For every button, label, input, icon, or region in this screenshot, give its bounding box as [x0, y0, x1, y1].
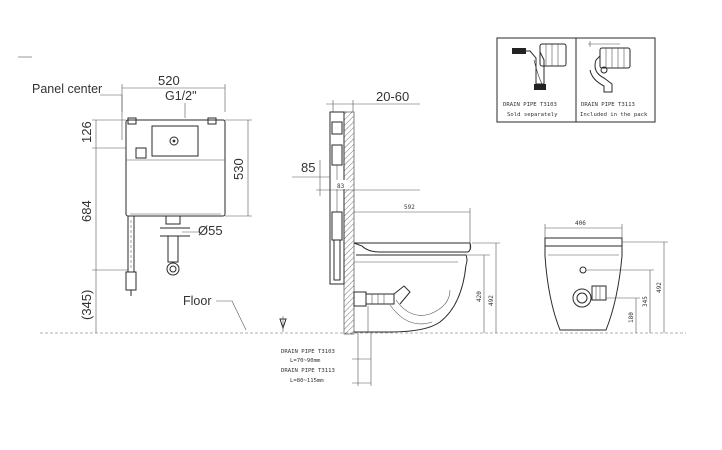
- dim-bowl-seat-height: 420: [476, 291, 483, 302]
- cistern-front-view: 520 G1/2" Panel center 126 684 (345): [32, 73, 252, 333]
- dim-front-inlet: 345: [642, 296, 649, 307]
- dim-tank-height: 530: [231, 158, 246, 180]
- dim-tank-width: 520: [158, 73, 180, 88]
- drain-pipe-t3113-icon: [588, 41, 631, 93]
- drain-pipe-t3103-icon: [512, 43, 567, 90]
- dim-bowl-total-height: 492: [488, 295, 495, 306]
- toilet-bowl: [354, 254, 468, 333]
- drain-notes: DRAIN PIPE T3103 L=70~90mm DRAIN PIPE T3…: [281, 349, 335, 384]
- legend-left-subtitle: Sold separately: [507, 112, 558, 118]
- drain-note-line1: DRAIN PIPE T3103: [281, 349, 335, 355]
- side-view: 20-60 85 83 592: [292, 89, 500, 386]
- dim-pipe-diameter: Ø55: [198, 223, 223, 238]
- toilet-seat: [353, 242, 472, 253]
- drain-pipe: [365, 293, 395, 305]
- outlet-pipe: [167, 235, 179, 263]
- panel-center-label: Panel center: [32, 82, 102, 96]
- dim-front-width: 406: [575, 220, 586, 227]
- front-outlet: [572, 288, 592, 308]
- dim-frame-height: 684: [79, 200, 94, 222]
- dim-wall-gap: 20-60: [376, 89, 409, 104]
- drain-note-line4: L=80~115mm: [290, 378, 324, 384]
- drain-note-line3: DRAIN PIPE T3113: [281, 368, 335, 374]
- drain-note-line2: L=70~90mm: [290, 358, 321, 364]
- legend-left-title: DRAIN PIPE T3103: [503, 102, 557, 108]
- flush-mechanism: [151, 125, 199, 157]
- dim-button-offset: 85: [301, 160, 315, 175]
- dim-bowl-length: 592: [404, 204, 415, 211]
- floor-line: Floor: [40, 294, 686, 334]
- dim-front-height: 492: [656, 282, 663, 293]
- wall-section: [343, 111, 355, 335]
- dim-tank-depth-upper: 126: [79, 121, 94, 143]
- front-lid: [544, 237, 623, 247]
- drain-pipe-legend: DRAIN PIPE T3103 Sold separately DRAIN P…: [496, 37, 656, 123]
- cistern-frame: [125, 119, 226, 217]
- legend-right-title: DRAIN PIPE T3113: [581, 102, 635, 108]
- dim-button-gap: 83: [337, 183, 345, 190]
- front-bowl: [544, 245, 623, 331]
- dim-front-outlet: 180: [628, 312, 635, 323]
- thread-label: G1/2": [165, 89, 197, 103]
- legend-right-subtitle: Included in the pack: [580, 112, 648, 118]
- left-leg: [127, 215, 135, 273]
- dim-floor-offset: (345): [79, 290, 94, 320]
- floor-label: Floor: [183, 294, 211, 308]
- front-view: 406 180 345 492: [544, 220, 668, 333]
